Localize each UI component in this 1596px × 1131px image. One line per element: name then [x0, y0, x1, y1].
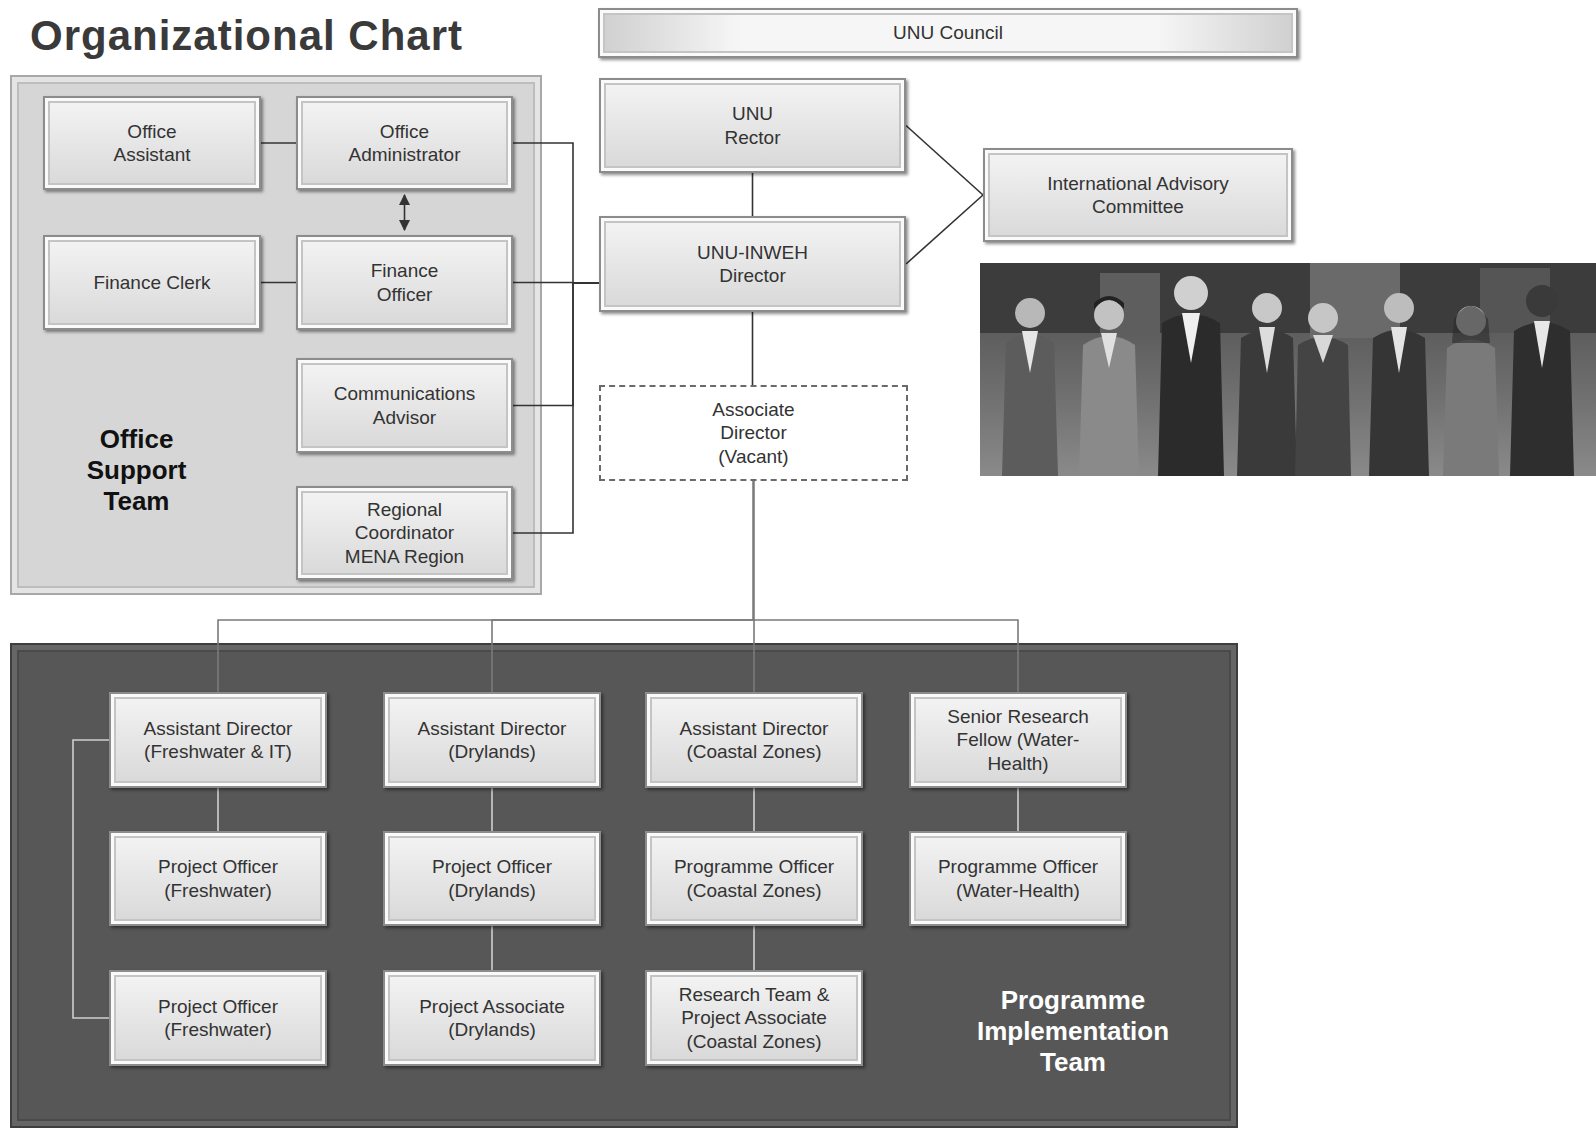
reporting-line: [906, 195, 983, 264]
position-box: Project Officer (Drylands): [383, 831, 601, 926]
team-panel: Office Support Team Office Assistant Offic…: [10, 75, 542, 595]
reporting-line: [752, 312, 754, 385]
reporting-line: [753, 926, 755, 970]
position-box: Project Officer (Freshwater): [109, 970, 327, 1066]
position-title: Finance Officer: [350, 259, 460, 306]
person: [1079, 296, 1139, 476]
reporting-line: [261, 142, 296, 144]
position-title: Research Team & Project Associate (Coast…: [669, 983, 839, 1053]
position-box: Project Officer (Freshwater): [109, 831, 327, 926]
reporting-line: [217, 788, 219, 831]
position-title: Programme Officer (Coastal Zones): [664, 855, 844, 902]
position-title: Office Assistant: [97, 120, 207, 167]
position-box: Finance Clerk: [43, 235, 261, 330]
person: [1158, 276, 1224, 476]
position-title: Project Officer (Freshwater): [138, 855, 298, 902]
reporting-line: [73, 740, 109, 1018]
position-title: Programme Officer (Water-Health): [928, 855, 1108, 902]
position-title: International Advisory Committee: [1046, 172, 1231, 219]
position-box: Communications Advisor: [296, 358, 513, 453]
position-box: Office Administrator: [296, 96, 513, 190]
reporting-line: [752, 173, 754, 216]
reporting-line: [753, 788, 755, 831]
position-title: Assistant Director (Drylands): [405, 717, 580, 764]
position-box: Assistant Director (Drylands): [383, 692, 601, 788]
team-panel: Programme Implementation Team Assistant D…: [10, 643, 1238, 1128]
position-title: Associate Director (Vacant): [704, 398, 804, 468]
reporting-line: [513, 283, 599, 406]
position-box: Programme Officer (Water-Health): [909, 831, 1127, 926]
reporting-line: [491, 788, 493, 831]
person: [1443, 306, 1499, 476]
position-box: Assistant Director (Coastal Zones): [645, 692, 863, 788]
position-box: Regional Coordinator MENA Region: [296, 486, 513, 580]
reporting-line: [492, 481, 754, 692]
position-title: Project Officer (Drylands): [412, 855, 572, 902]
position-box: Research Team & Project Associate (Coast…: [645, 970, 863, 1066]
position-box: Programme Officer (Coastal Zones): [645, 831, 863, 926]
position-title: Project Officer (Freshwater): [138, 995, 298, 1042]
reporting-line: [513, 283, 599, 533]
group-photo: [980, 263, 1596, 476]
position-title: Office Administrator: [340, 120, 470, 167]
panel-label: Office Support Team: [74, 424, 199, 518]
reporting-line: [906, 126, 983, 196]
position-title: Assistant Director (Freshwater & IT): [131, 717, 306, 764]
position-box: UNU-INWEH Director: [599, 216, 906, 312]
chart-title: Organizational Chart: [30, 12, 463, 60]
reporting-line: [218, 481, 754, 692]
reporting-line: [1017, 788, 1019, 831]
position-title: Assistant Director (Coastal Zones): [667, 717, 842, 764]
reporting-line: [513, 143, 599, 283]
position-box: Assistant Director (Freshwater & IT): [109, 692, 327, 788]
position-box: UNU Rector: [599, 78, 906, 173]
reporting-line: [404, 195, 406, 230]
position-box: UNU Council: [598, 8, 1298, 58]
position-box: Office Assistant: [43, 96, 261, 190]
position-box: Finance Officer: [296, 235, 513, 330]
position-title: UNU Council: [893, 21, 1003, 44]
position-title: Regional Coordinator MENA Region: [342, 498, 467, 568]
position-title: Senior Research Fellow (Water-Health): [943, 705, 1093, 775]
person: [1510, 285, 1574, 476]
position-title: Project Associate (Drylands): [407, 995, 577, 1042]
person: [1002, 298, 1058, 476]
reporting-line: [261, 282, 296, 284]
person: [1369, 293, 1429, 476]
position-title: UNU-INWEH Director: [683, 241, 823, 288]
reporting-line: [491, 926, 493, 970]
panel-label: Programme Implementation Team: [958, 985, 1188, 1079]
reporting-line: [754, 481, 1019, 692]
vacant-position-box: Associate Director (Vacant): [599, 385, 908, 481]
position-box: International Advisory Committee: [983, 148, 1293, 242]
position-box: Project Associate (Drylands): [383, 970, 601, 1066]
person: [1237, 293, 1297, 476]
position-title: Finance Clerk: [93, 271, 210, 294]
person: [1295, 303, 1351, 476]
position-box: Senior Research Fellow (Water-Health): [909, 692, 1127, 788]
position-title: UNU Rector: [718, 102, 788, 149]
position-title: Communications Advisor: [325, 382, 485, 429]
